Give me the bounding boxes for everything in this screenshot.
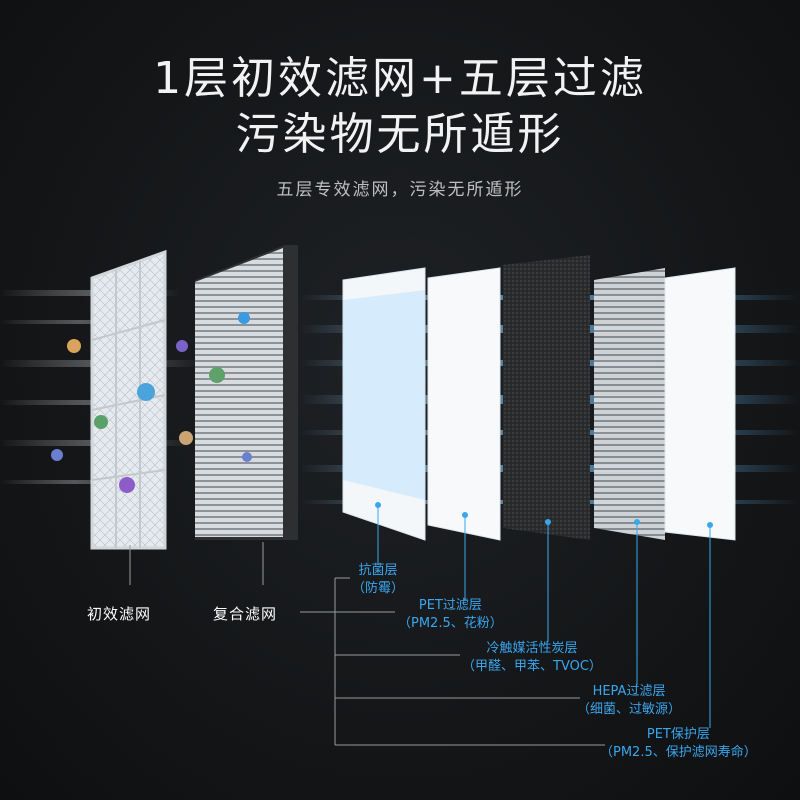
layer-antibacterial [342, 267, 426, 541]
headline-line-1: 1层初效滤网+五层过滤 [153, 53, 647, 104]
layer-label-pet-protect: PET保护层 （PM2.5、保护滤网寿命） [600, 726, 757, 762]
pollutant-particles [51, 312, 252, 493]
layer-pointers [375, 502, 713, 728]
layer-name: HEPA过滤层 [592, 684, 666, 699]
layer-name: PET保护层 [646, 727, 710, 742]
layer-label-antibacterial: 抗菌层 （防霉） [352, 562, 404, 598]
subtitle: 五层专效滤网，污染无所遁形 [276, 180, 524, 200]
layer-label-pet-filter: PET过滤层 （PM2.5、花粉） [398, 597, 503, 633]
layer-detail: （PM2.5、保护滤网寿命） [600, 745, 757, 760]
primary-filter [90, 249, 167, 550]
layer-name: 冷触媒活性炭层 [486, 641, 578, 656]
layer-label-hepa: HEPA过滤层 （细菌、过敏源） [577, 683, 681, 719]
layer-hepa [594, 268, 665, 540]
layer-carbon [503, 255, 590, 540]
primary-filter-label: 初效滤网 [87, 605, 152, 623]
layer-pet-protect [664, 267, 736, 541]
layer-pet-filter [427, 267, 501, 541]
layer-label-carbon: 冷触媒活性炭层 （甲醛、甲苯、TVOC） [462, 640, 602, 676]
layer-name: 抗菌层 [358, 563, 398, 578]
layer-detail: （PM2.5、花粉） [398, 616, 503, 631]
layer-detail: （甲醛、甲苯、TVOC） [462, 659, 602, 674]
label-connectors [129, 542, 605, 746]
headline-line-2: 污染物无所遁形 [235, 109, 565, 160]
layer-detail: （细菌、过敏源） [577, 702, 682, 717]
composite-filter-label: 复合滤网 [213, 605, 278, 623]
composite-filter [195, 245, 298, 540]
layer-name: PET过滤层 [418, 598, 482, 613]
layer-detail: （防霉） [352, 581, 405, 596]
